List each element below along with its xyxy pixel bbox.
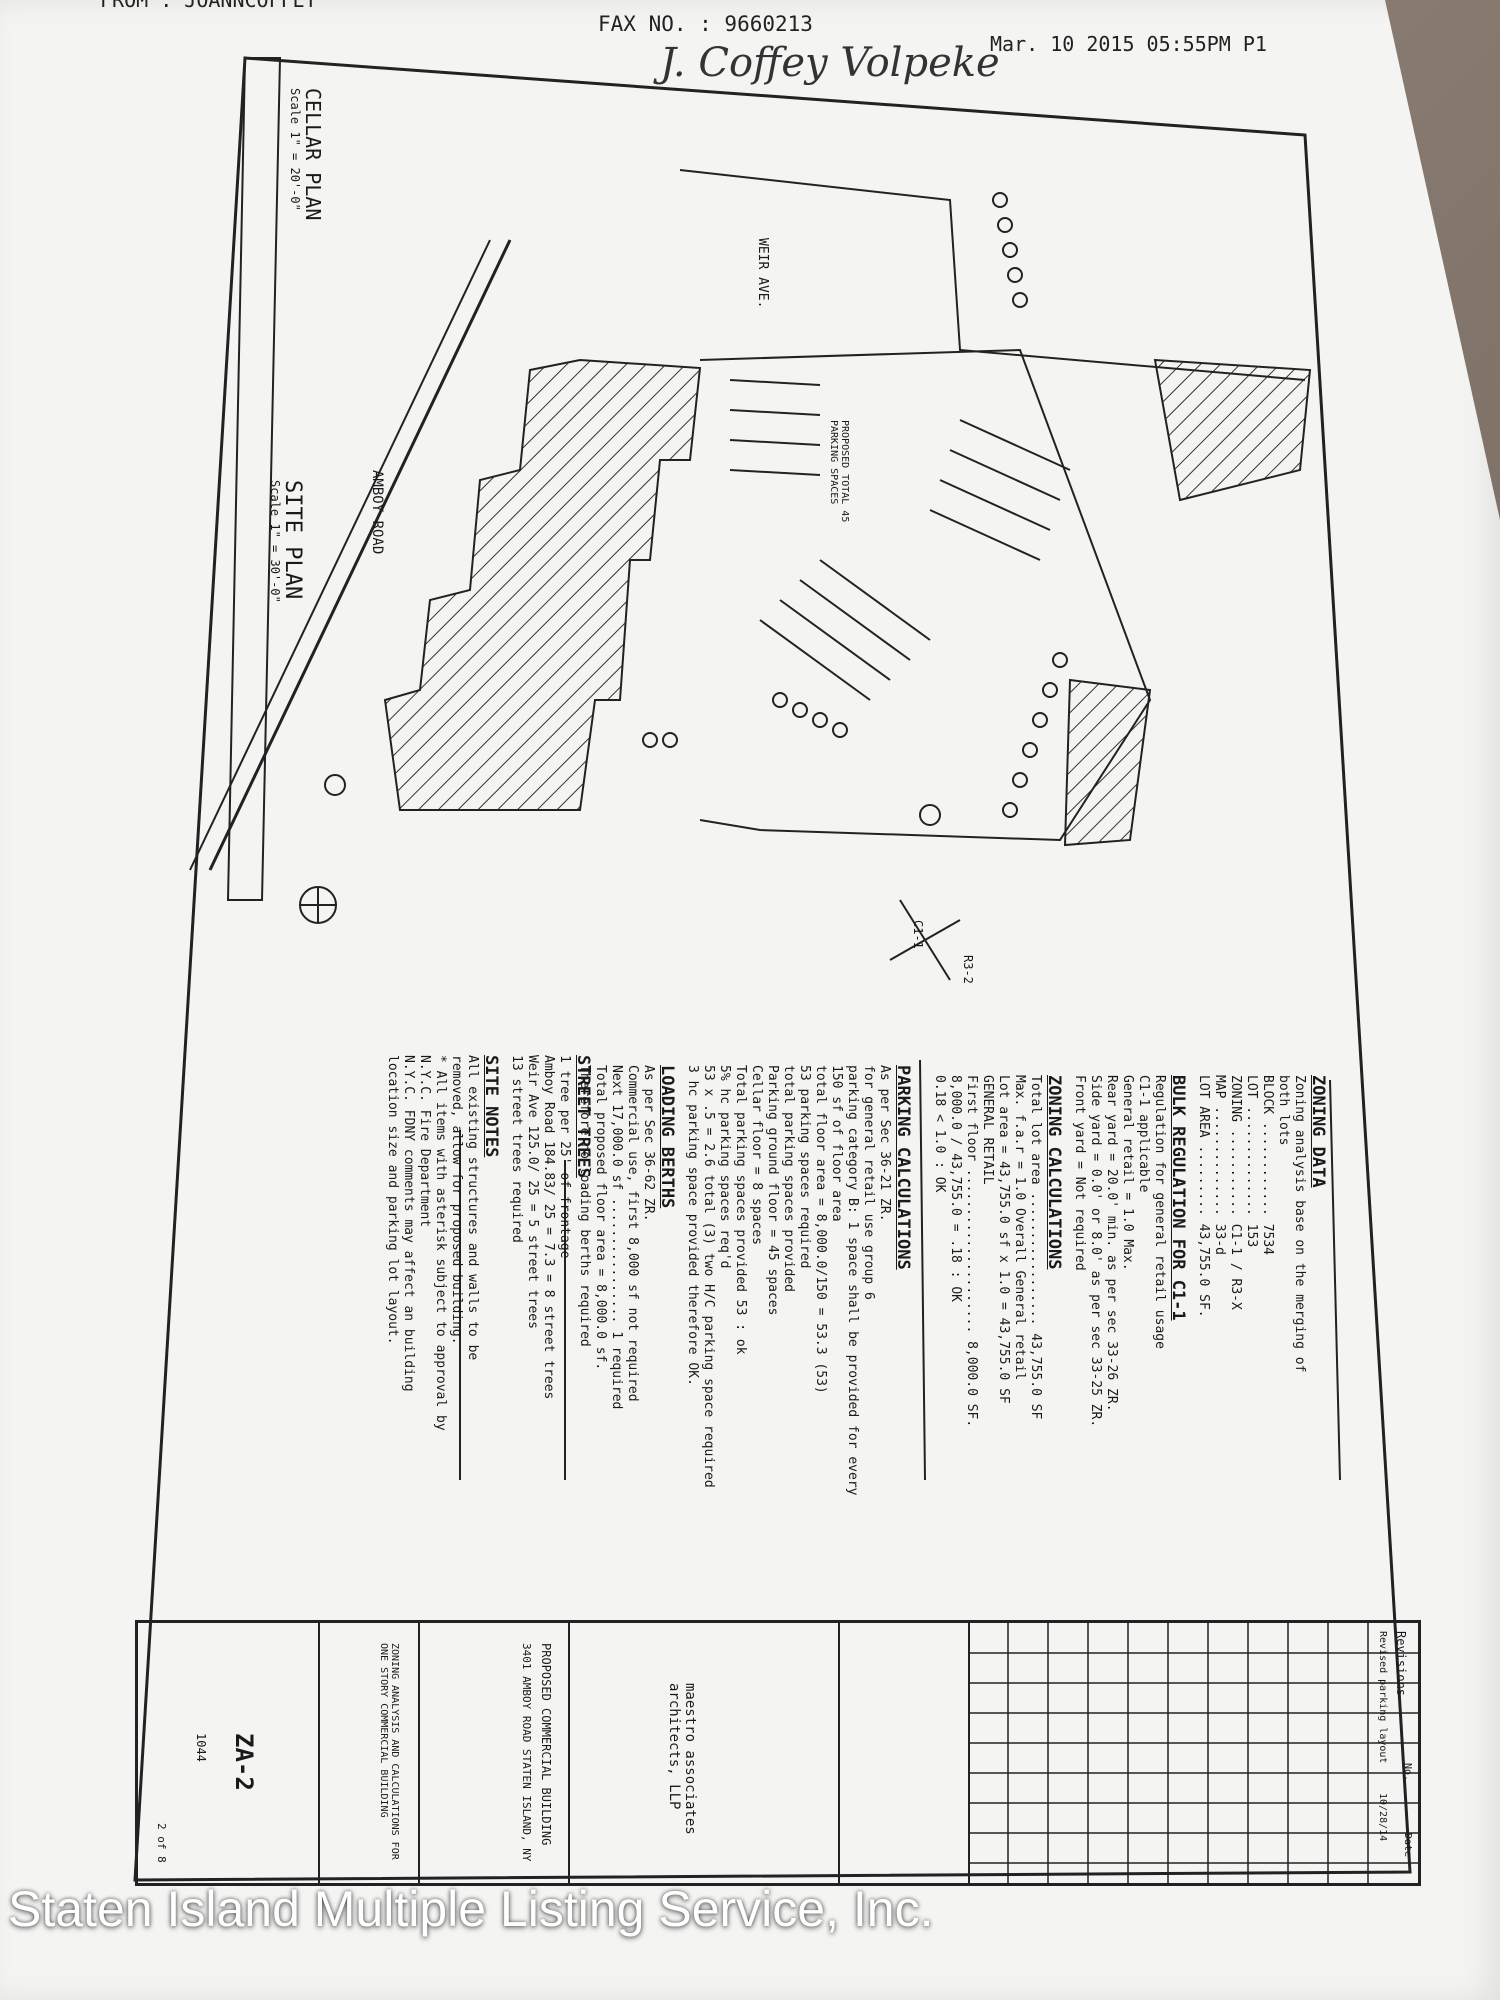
amboy-road-label: AMBOY ROAD (369, 470, 385, 555)
fax-number: FAX NO. : 9660213 (598, 12, 813, 36)
title-block-architect-column (568, 1623, 840, 1883)
zoning-line: BLOCK ............ 7534 (1260, 1075, 1275, 1256)
parking-line: 150 sf of floor area (829, 1065, 844, 1222)
street-trees-heading: STREET TREES (573, 1055, 593, 1178)
drawing-number: ZA-2 (230, 1733, 258, 1791)
no-column-label: No. (1402, 1763, 1413, 1782)
parking-line: Parking ground floor = 45 spaces (765, 1065, 780, 1316)
cellar-plan-scale: Scale 1" = 20'-0" (288, 88, 302, 211)
street-trees-block: STREET TREES 1 tree per 25' of frontage … (384, 1055, 600, 1431)
parking-line: Cellar floor = 8 spaces (749, 1065, 764, 1246)
zoning-calc-line: 8,000.0 / 43,755.0 = .18 : OK (948, 1075, 963, 1302)
bulk-regulation-heading: BULK REGULATION FOR C1-1 (1168, 1075, 1188, 1321)
loading-line: Next 17,000.0 sf ................ 1 requ… (609, 1065, 624, 1410)
site-plan-scale: Scale 1" = 30'-0" (268, 480, 282, 603)
zoning-calculations-heading: ZONING CALCULATIONS (1044, 1075, 1064, 1270)
parking-block: PARKING CALCULATIONS As per Sec 36-21 ZR… (576, 1065, 920, 1495)
project-address: 3401 AMBOY ROAD STATEN ISLAND, NY (520, 1643, 533, 1862)
bulk-line: Regulation for general retail usage (1152, 1075, 1167, 1349)
handwritten-signature: J. Coffey Volpeke (660, 40, 1000, 86)
zoning-line: ZONING ........... C1-1 / R3-X (1228, 1075, 1243, 1310)
title-block-drawing-column (318, 1623, 420, 1883)
parking-line: 5% hc parking spaces req'd (717, 1065, 732, 1269)
parking-line: 3 hc parking space provided therefore OK… (685, 1065, 700, 1386)
title-block-disclaimer-column (838, 1623, 970, 1883)
bulk-line: Rear yard = 20.0' min. as per sec 33-26 … (1104, 1075, 1119, 1412)
parking-heading: PARKING CALCULATIONS (893, 1065, 913, 1270)
mls-watermark: Staten Island Multiple Listing Service, … (8, 1881, 934, 1937)
architect-name: maestro associates architects, LLP (666, 1683, 698, 1835)
site-notes-line: All existing structures and walls to be (465, 1055, 480, 1361)
sheet-number: 2 of 8 (155, 1823, 168, 1863)
site-notes-line: location size and parking lot layout. (385, 1055, 400, 1345)
zoning-line: LOT AREA ......... 43,755.0 SF. (1196, 1075, 1211, 1318)
cellar-plan-title: CELLAR PLAN (301, 88, 325, 221)
loading-line: Commercial use, first 8,000 sf not requi… (625, 1065, 640, 1402)
zone-label-r3: R3-2 (961, 955, 975, 984)
site-notes-line: removed, allow for proposed building. (449, 1055, 464, 1345)
loading-line: As per Sec 36-62 ZR. (641, 1065, 656, 1222)
site-notes-heading: SITE NOTES (481, 1055, 501, 1158)
date-column-label: Date (1402, 1833, 1413, 1858)
loading-berths-heading: LOADING BERTHS (657, 1065, 677, 1209)
zoning-calc-line: GENERAL RETAIL (980, 1075, 995, 1185)
fax-from: FROM : JOANNCOFFEY (100, 0, 317, 12)
zoning-line: LOT .............. 153 (1244, 1075, 1259, 1248)
bulk-line: General retail = 1.0 Max. (1120, 1075, 1135, 1271)
zoning-line: MAP .............. 33-d (1212, 1075, 1227, 1256)
trees-line: 13 street trees required (509, 1055, 524, 1243)
parking-line: total parking spaces provided (781, 1065, 796, 1292)
title-block: Revisions Revised parking layout 10/28/1… (135, 1620, 1421, 1886)
parking-line: total floor area = 8,000.0/150 = 53.3 (5… (813, 1065, 828, 1394)
trees-line: 1 tree per 25' of frontage (557, 1055, 572, 1259)
site-notes-line: N.Y.C. Fire Department (417, 1055, 432, 1228)
parking-line: 53 x .5 = 2.6 total (3) two H/C parking … (701, 1065, 716, 1488)
bulk-line: C1-1 applicable (1136, 1075, 1151, 1193)
zoning-line: both lots (1276, 1075, 1291, 1146)
zoning-calc-line: Max. f.a.r = 1.0 Overall General retail (1012, 1075, 1027, 1381)
proposed-parking-label: PROPOSED TOTAL 45 PARKING SPACES (828, 420, 850, 523)
zoning-data-heading: ZONING DATA (1308, 1075, 1328, 1188)
zoning-calc-line: First floor ..................... 8,000.… (964, 1075, 979, 1428)
zoning-calc-line: Lot area = 43,755.0 sf x 1.0 = 43,755.0 … (996, 1075, 1011, 1404)
weir-avenue-label: WEIR AVE. (755, 238, 770, 309)
parking-line: As per Sec 36-21 ZR. (877, 1065, 892, 1222)
bulk-line: Front yard = Not required (1072, 1075, 1087, 1271)
project-name: PROPOSED COMMERCIAL BUILDING (539, 1643, 553, 1846)
revision-1-label: Revised parking layout (1377, 1631, 1388, 1764)
parking-line: parking category B: 1 space shall be pro… (845, 1065, 860, 1496)
trees-line: Weir Ave 125.0/ 25 = 5 street trees (525, 1055, 540, 1329)
site-notes-line: N.Y.C. FDNY comments may affect an build… (401, 1055, 416, 1392)
site-notes-line: * All items with asterisk subject to app… (433, 1055, 448, 1431)
parking-line: 53 parking spaces required (797, 1065, 812, 1269)
zoning-calc-line: Total lot area ................. 43,755.… (1028, 1075, 1043, 1420)
revisions-heading: Revisions (1394, 1631, 1408, 1697)
title-block-project-column (418, 1623, 570, 1883)
bulk-line: Side yard = 0.0' or 8.0' as per sec 33-2… (1088, 1075, 1103, 1428)
zoning-line: Zoning analysis base on the merging of (1292, 1075, 1307, 1373)
site-plan-title: SITE PLAN (280, 480, 305, 600)
job-number: 1044 (194, 1733, 208, 1762)
revisions-grid (968, 1623, 1418, 1883)
trees-line: Amboy Road 184.83/ 25 = 7.3 = 8 street t… (541, 1055, 556, 1400)
parking-line: for general retail use group 6 (861, 1065, 876, 1300)
revision-1-date: 10/28/14 (1377, 1793, 1388, 1842)
zoning-data-block: ZONING DATA Zoning analysis base on the … (931, 1075, 1335, 1427)
title-block-sheet-column (138, 1623, 320, 1883)
drawing-title: ZONING ANALYSIS AND CALCULATIONS FOR ONE… (378, 1643, 400, 1860)
zone-label-c1: C1-1 (911, 920, 925, 949)
zoning-calc-line: 0.18 < 1.0 : OK (932, 1075, 947, 1193)
parking-line: Total parking spaces provided 53 : ok (733, 1065, 748, 1355)
fax-timestamp: Mar. 10 2015 05:55PM P1 (990, 32, 1267, 56)
